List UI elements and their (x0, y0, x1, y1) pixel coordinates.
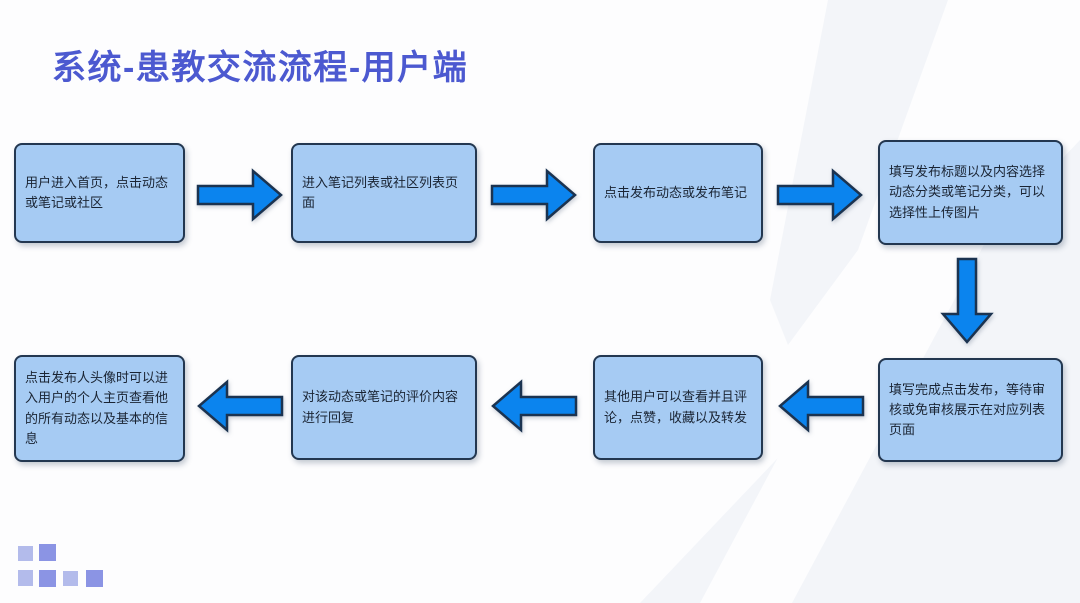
arrow-left-1-icon (778, 379, 865, 433)
flow-node-6-label: 其他用户可以查看并且评论，点赞，收藏以及转发 (604, 389, 748, 425)
chevron-band-gap (700, 140, 1040, 603)
decor-square (39, 570, 56, 587)
flow-node-5-label: 填写完成点击发布，等待审核或免审核展示在对应列表页面 (889, 381, 1046, 438)
flow-node-7: 对该动态或笔记的评价内容进行回复 (291, 355, 477, 460)
corner-squares-decor (18, 544, 128, 594)
decor-square (18, 546, 33, 561)
flow-node-4-label: 填写发布标题以及内容选择动态分类或笔记分类，可以选择性上传图片 (889, 164, 1046, 220)
slide-title: 系统-患教交流流程-用户端 (52, 49, 469, 87)
arrow-down-icon (940, 257, 994, 344)
flow-node-7-label: 对该动态或笔记的评价内容进行回复 (302, 389, 459, 425)
decor-square (86, 570, 103, 587)
arrow-right-2-icon (490, 168, 577, 222)
arrow-left-2-icon (491, 379, 578, 433)
decor-square (18, 570, 33, 586)
chevron-band-top-right (770, 0, 948, 345)
flow-node-2: 进入笔记列表或社区列表页面 (291, 143, 477, 243)
arrow-right-3-icon (776, 168, 863, 222)
flow-node-1-label: 用户进入首页，点击动态或笔记或社区 (25, 174, 169, 210)
flow-node-2-label: 进入笔记列表或社区列表页面 (302, 174, 459, 210)
decor-square (39, 544, 56, 561)
flow-node-8-label: 点击发布人头像时可以进入用户的个人主页查看他的所有动态以及基本的信息 (25, 370, 169, 446)
decor-square (63, 571, 78, 586)
flow-node-6: 其他用户可以查看并且评论，点赞，收藏以及转发 (593, 355, 763, 460)
flow-node-3-label: 点击发布动态或发布笔记 (604, 184, 748, 200)
arrow-left-3-icon (197, 379, 284, 433)
flow-node-4: 填写发布标题以及内容选择动态分类或笔记分类，可以选择性上传图片 (878, 140, 1063, 245)
flow-node-1: 用户进入首页，点击动态或笔记或社区 (14, 143, 185, 243)
flow-node-3: 点击发布动态或发布笔记 (593, 143, 763, 243)
flow-node-5: 填写完成点击发布，等待审核或免审核展示在对应列表页面 (878, 358, 1063, 462)
flow-node-8: 点击发布人头像时可以进入用户的个人主页查看他的所有动态以及基本的信息 (14, 355, 185, 462)
arrow-right-1-icon (196, 168, 283, 222)
